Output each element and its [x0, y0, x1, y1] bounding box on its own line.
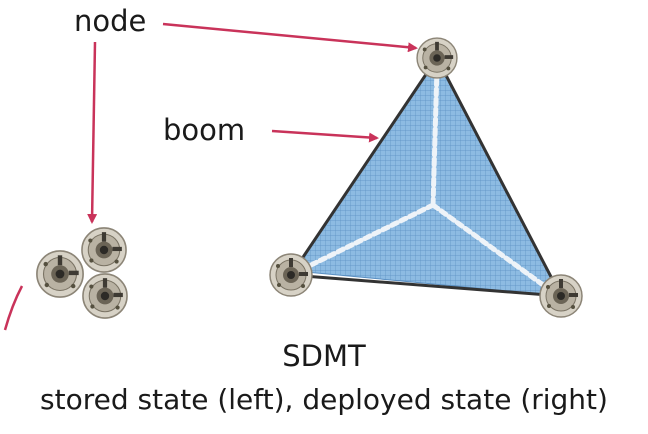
boom-right	[435, 57, 563, 297]
booms	[289, 57, 563, 298]
boom-bottom	[290, 273, 562, 298]
node-mechanism-icon	[36, 250, 84, 298]
node-mechanism-icon	[539, 274, 583, 318]
leader-line-stored	[3, 285, 24, 331]
diagram-title: SDMT	[282, 339, 366, 373]
node-mechanism-icon	[416, 37, 458, 79]
boom-label: boom	[163, 113, 246, 147]
arrow-node-to-stored	[87, 41, 98, 224]
node-mechanism-icon	[269, 253, 313, 297]
boom-left	[289, 57, 439, 276]
node-mechanism-icon	[81, 227, 127, 273]
arrow-node-to-deployed	[162, 22, 418, 53]
node-mechanism-icon	[82, 273, 128, 319]
node-label: node	[74, 4, 147, 38]
callouts	[3, 22, 418, 331]
diagram-caption: stored state (left), deployed state (rig…	[40, 383, 608, 416]
arrow-boom	[271, 129, 379, 143]
membrane-seams	[302, 65, 553, 293]
membrane	[293, 56, 563, 297]
stored-nodes	[36, 227, 128, 319]
